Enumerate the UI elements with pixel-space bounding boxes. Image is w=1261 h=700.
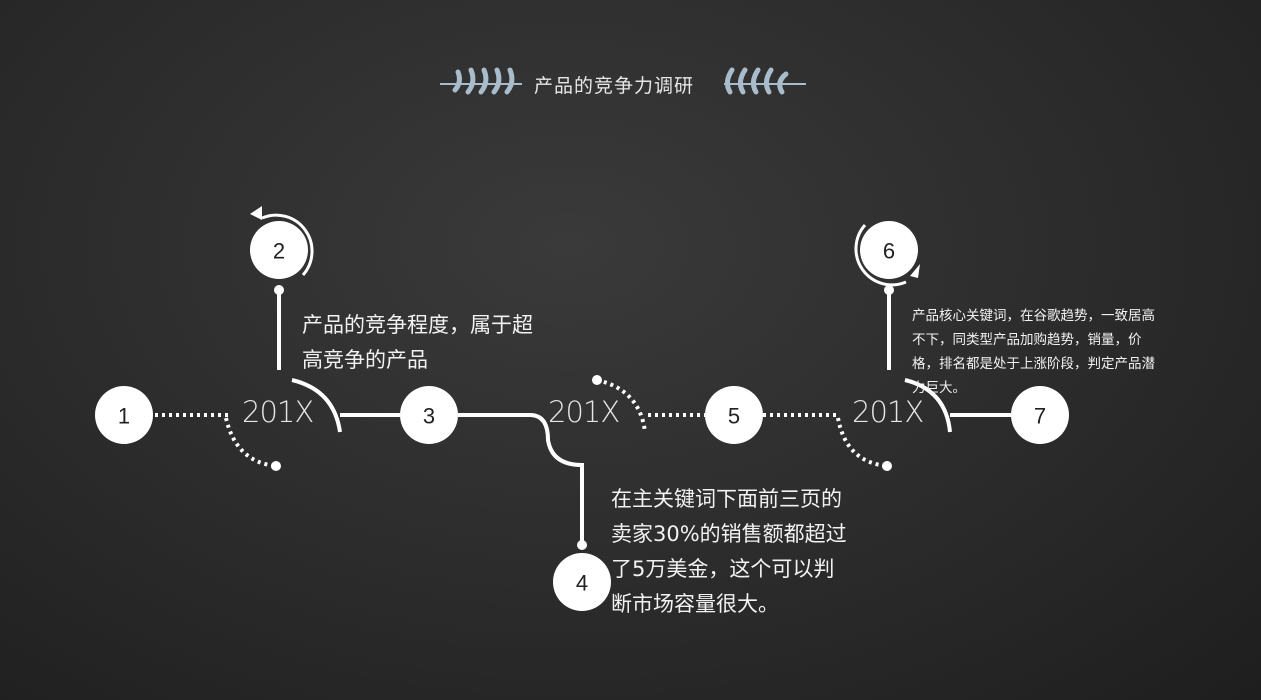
step-5[interactable]: 5 (705, 386, 763, 444)
step-4[interactable]: 4 (553, 553, 611, 611)
step-2[interactable]: 2 (250, 221, 308, 279)
step4-note: 在主关键词下面前三页的卖家30%的销售额都超过了5万美金，这个可以判断市场容量很… (611, 487, 847, 616)
step-6[interactable]: 6 (860, 221, 918, 279)
svg-text:6: 6 (883, 239, 895, 264)
svg-text:7: 7 (1034, 404, 1046, 429)
year-label-2: 201X (548, 395, 620, 429)
year-label-3: 201X (852, 395, 924, 429)
leaf-right-icon (724, 67, 806, 95)
step6-note: 产品核心关键词，在谷歌趋势，一致居高不下，同类型产品加购趋势，销量，价格，排名都… (912, 308, 1155, 396)
page-title: 产品的竞争力调研 (534, 75, 695, 97)
step-3[interactable]: 3 (400, 386, 458, 444)
step-7[interactable]: 7 (1011, 386, 1069, 444)
year-label-1: 201X (242, 395, 314, 429)
leaf-left-icon (440, 67, 522, 95)
svg-text:3: 3 (423, 404, 435, 429)
svg-text:5: 5 (728, 404, 740, 429)
connectors (155, 213, 1012, 545)
step2-note: 产品的竞争程度，属于超高竞争的产品 (302, 313, 533, 372)
connector-dots (250, 206, 920, 550)
svg-text:2: 2 (273, 239, 285, 264)
step-1[interactable]: 1 (95, 386, 153, 444)
svg-text:1: 1 (118, 404, 130, 429)
svg-text:4: 4 (576, 571, 588, 596)
